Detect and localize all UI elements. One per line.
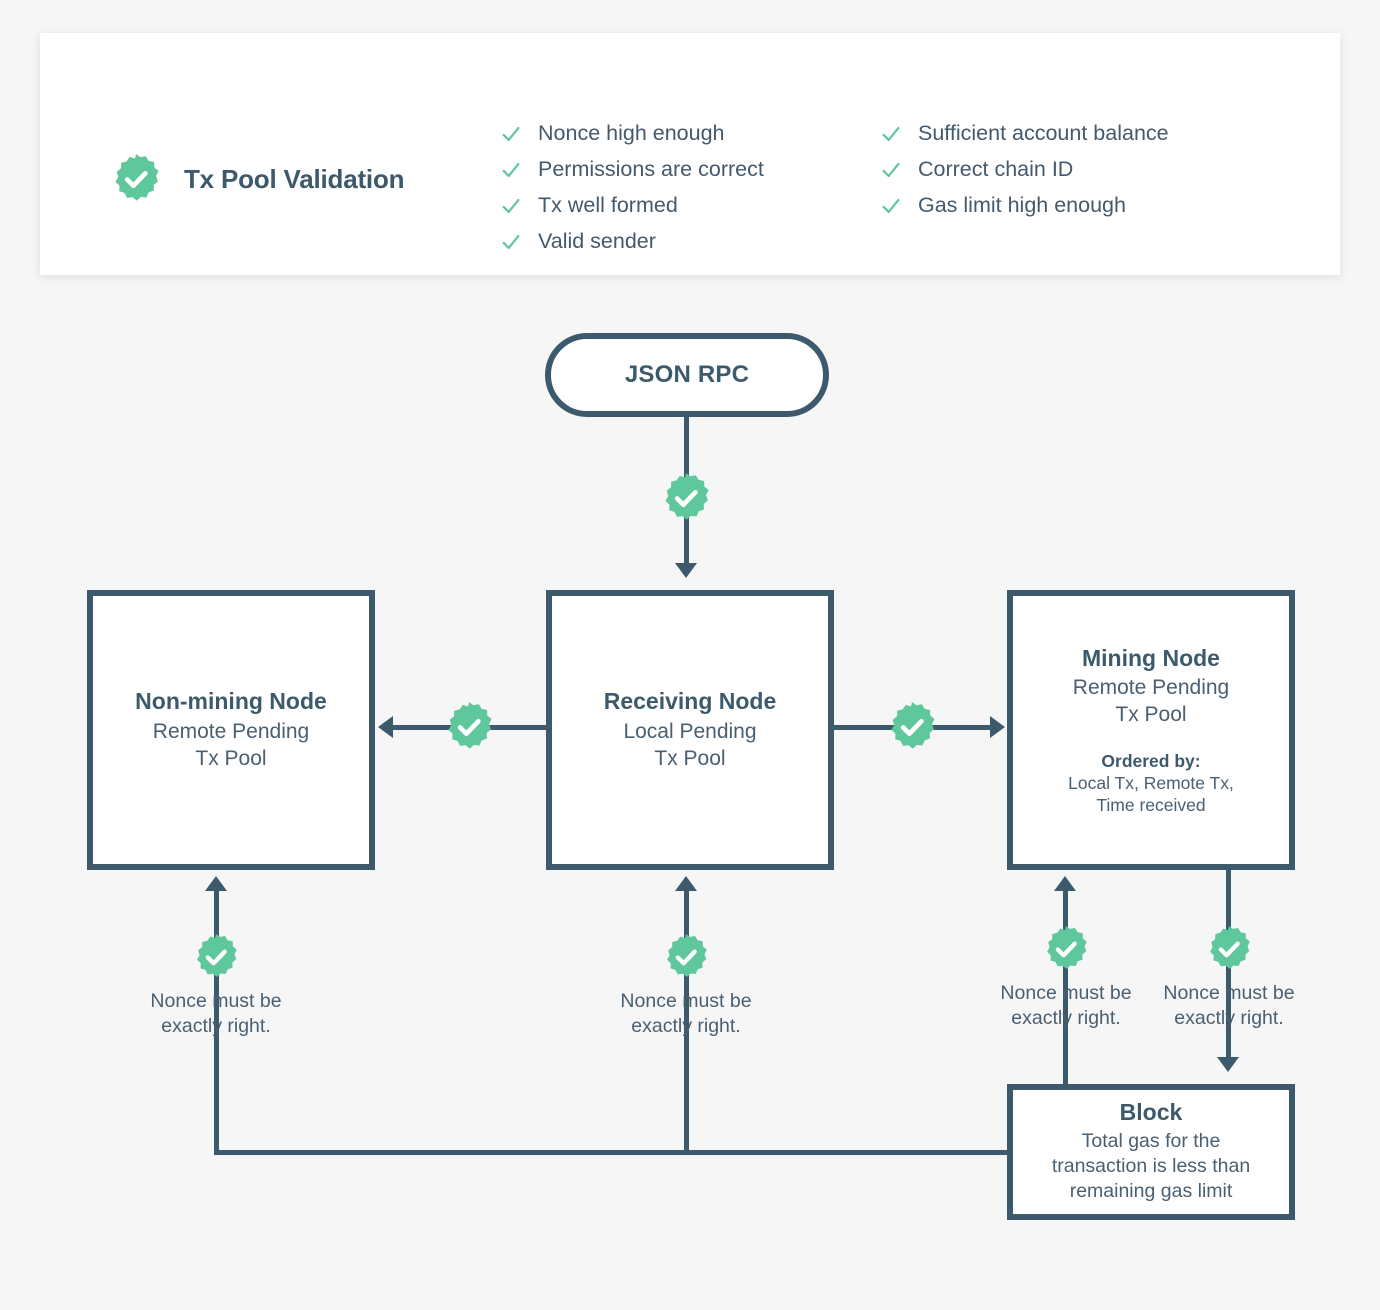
- feedback-riser-receiving: [684, 890, 689, 1152]
- validation-title-group: Tx Pool Validation: [110, 153, 405, 205]
- check-rosette-icon-feedback-nonmining: [192, 933, 240, 981]
- checklist-label: Gas limit high enough: [918, 193, 1126, 217]
- arrowhead-receiving-to-nonmining: [378, 716, 393, 738]
- checklist-label: Nonce high enough: [538, 121, 725, 145]
- checklist-label: Tx well formed: [538, 193, 678, 217]
- node-non-mining[interactable]: Non-mining Node Remote Pending Tx Pool: [87, 590, 375, 870]
- check-rosette-icon-feedback-receiving: [662, 933, 710, 981]
- arrowhead-mining-to-block: [1217, 1057, 1239, 1072]
- checklist-item: Sufficient account balance: [880, 119, 1169, 148]
- node-block-subtitle: Total gas for the transaction is less th…: [1051, 1129, 1251, 1203]
- check-icon: [882, 162, 900, 177]
- validation-title: Tx Pool Validation: [184, 163, 405, 194]
- check-rosette-icon-mining-to-block: [1205, 925, 1253, 973]
- feedback-bus-line: [214, 1150, 1014, 1155]
- node-non-mining-subtitle: Remote Pending Tx Pool: [152, 720, 310, 770]
- node-json-rpc[interactable]: JSON RPC: [545, 333, 829, 417]
- node-json-rpc-label: JSON RPC: [624, 361, 750, 388]
- checklist-label: Sufficient account balance: [918, 121, 1169, 145]
- note-nonce-receiving: Nonce must be exactly right.: [620, 990, 752, 1038]
- connector-block-to-mining: [1063, 890, 1068, 1086]
- node-non-mining-title: Non-mining Node: [135, 688, 327, 715]
- check-rosette-icon-nonmining-link: [443, 701, 495, 753]
- checklist-item: Tx well formed: [500, 191, 764, 220]
- arrowhead-rpc-to-receiving: [675, 563, 697, 578]
- check-rosette-icon: [110, 153, 162, 205]
- checklist-label: Valid sender: [538, 229, 656, 253]
- arrowhead-receiving-to-mining: [990, 716, 1005, 738]
- node-mining-ordered-by-title: Ordered by:: [1101, 751, 1201, 772]
- arrowhead-feedback-nonmining: [205, 876, 227, 891]
- arrowhead-block-to-mining: [1054, 876, 1076, 891]
- note-nonce-nonmining: Nonce must be exactly right.: [150, 990, 282, 1038]
- node-mining-ordered-by-value: Local Tx, Remote Tx, Time received: [1068, 773, 1234, 816]
- checklist-label: Permissions are correct: [538, 157, 764, 181]
- check-icon: [502, 234, 520, 249]
- check-icon: [882, 198, 900, 213]
- checklist-label: Correct chain ID: [918, 157, 1074, 181]
- checklist-item: Nonce high enough: [500, 119, 764, 148]
- check-icon: [502, 162, 520, 177]
- checklist-item: Correct chain ID: [880, 155, 1169, 184]
- node-mining[interactable]: Mining Node Remote Pending Tx Pool Order…: [1007, 590, 1295, 870]
- node-block-title: Block: [1119, 1099, 1183, 1126]
- check-icon: [502, 198, 520, 213]
- check-rosette-icon-mining-link: [886, 701, 938, 753]
- check-rosette-icon-block-to-mining: [1042, 925, 1090, 973]
- checklist-item: Permissions are correct: [500, 155, 764, 184]
- node-receiving-title: Receiving Node: [603, 688, 777, 715]
- note-nonce-block-to-mining: Nonce must be exactly right.: [1000, 982, 1132, 1030]
- node-block[interactable]: Block Total gas for the transaction is l…: [1007, 1084, 1295, 1220]
- node-receiving-subtitle: Local Pending Tx Pool: [623, 720, 757, 770]
- check-rosette-icon-rpc-link: [660, 472, 712, 524]
- node-mining-subtitle: Remote Pending Tx Pool: [1072, 676, 1230, 727]
- checklist-item: Gas limit high enough: [880, 191, 1169, 220]
- validation-checklist-column-2: Sufficient account balance Correct chain…: [880, 119, 1169, 220]
- validation-checklist-column-1: Nonce high enough Permissions are correc…: [500, 119, 764, 256]
- note-nonce-mining-to-block: Nonce must be exactly right.: [1163, 982, 1295, 1030]
- feedback-riser-nonmining: [214, 890, 219, 1152]
- checklist-item: Valid sender: [500, 227, 764, 256]
- arrowhead-feedback-receiving: [675, 876, 697, 891]
- tx-pool-validation-card: Tx Pool Validation Nonce high enough Per…: [40, 33, 1340, 275]
- node-receiving[interactable]: Receiving Node Local Pending Tx Pool: [546, 590, 834, 870]
- check-icon: [882, 126, 900, 141]
- node-mining-title: Mining Node: [1082, 644, 1220, 671]
- check-icon: [502, 126, 520, 141]
